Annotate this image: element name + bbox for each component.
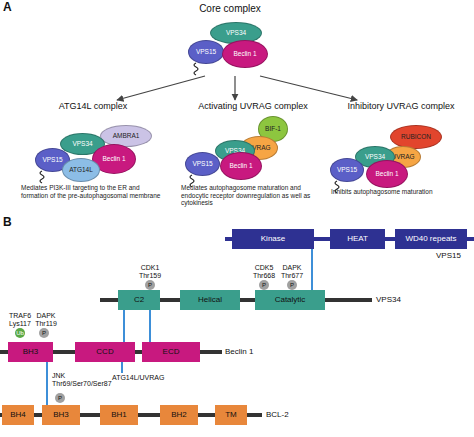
domain-name: BH4	[10, 411, 26, 419]
protein-name: BIF-1	[265, 126, 281, 133]
binding-line	[149, 310, 151, 342]
domain-box: Helical	[180, 290, 240, 310]
protein-ellipse: VPS15	[188, 40, 224, 64]
modification-mark: P	[262, 282, 266, 288]
domain-name: BH2	[171, 411, 187, 419]
complex-group: ATG14L complexMediates PI3K-III targetin…	[18, 100, 168, 212]
protein-ellipse: VPS15	[185, 152, 220, 176]
protein-name: VPS34	[72, 141, 92, 148]
binding-line	[46, 362, 48, 405]
protein-name: Beclin 1	[375, 171, 398, 178]
flow-arrow	[260, 76, 357, 100]
leader-line	[121, 362, 123, 373]
domain-box: BH1	[100, 405, 138, 425]
protein-name: RUBICON	[401, 134, 431, 141]
complex-title: Core complex	[180, 3, 280, 15]
complex-group: Core complexVPS34VPS15 Beclin 1	[180, 2, 280, 76]
complex-title: Activating UVRAG complex	[178, 101, 328, 112]
modification-circle: P	[287, 280, 297, 290]
modification-circle: P	[145, 280, 155, 290]
complex-title: ATG14L complex	[18, 101, 168, 112]
domain-box: WD40 repeats	[395, 229, 467, 249]
modification-mark: P	[148, 282, 152, 288]
protein-name: Beclin 1	[102, 156, 125, 163]
protein-ellipse: Beclin 1	[366, 160, 408, 188]
protein-ellipse: Beclin 1	[220, 152, 262, 180]
protein-ellipse: VPS15	[330, 158, 364, 182]
domain-box: BH3	[42, 405, 80, 425]
site-label: JNK Thr69/Ser70/Ser87	[52, 372, 76, 388]
domain-name: WD40 repeats	[405, 235, 456, 243]
protein-name: VPS15	[196, 49, 216, 56]
site-label: CDK1 Thr159	[137, 264, 163, 280]
protein-name: BCL-2	[266, 410, 289, 419]
protein-name: VPS34	[226, 30, 246, 37]
site-label: DAPK Thr677	[279, 264, 305, 280]
modification-circle: P	[259, 280, 269, 290]
domain-box: BH2	[160, 405, 198, 425]
protein-name: VPS15	[436, 251, 461, 260]
binding-label: ATG14L/UVRAG	[112, 374, 164, 382]
complex-title: Inhibitory UVRAG complex	[328, 101, 474, 112]
domain-name: Kinase	[261, 235, 285, 243]
panel-letter: A	[3, 1, 12, 14]
domain-box: CCD	[75, 342, 135, 362]
protein-name: AMBRA1	[113, 133, 140, 140]
domain-box: BH3	[8, 342, 53, 362]
modification-mark: P	[290, 282, 294, 288]
function-note: Inhibits autophagosome maturation	[331, 188, 472, 196]
protein-name: Beclin 1	[233, 51, 256, 58]
domain-name: BH3	[53, 411, 69, 419]
panel-letter: B	[3, 216, 12, 229]
complex-group: Inhibitory UVRAG complexInhibits autopha…	[328, 100, 474, 200]
lipid-tail	[194, 63, 198, 75]
site-label: DAPK Thr119	[33, 312, 59, 328]
domain-box: C2	[118, 290, 160, 310]
protein-ellipse: ATG14L	[62, 158, 100, 182]
domain-name: CCD	[96, 348, 113, 356]
modification-mark: P	[58, 395, 62, 401]
modification-circle: P	[55, 393, 65, 403]
protein-name: VPS34	[376, 295, 401, 304]
protein-name: Beclin 1	[229, 163, 252, 170]
domain-box: TM	[215, 405, 247, 425]
domain-box: HEAT	[330, 229, 385, 249]
protein-name: ATG14L	[69, 167, 93, 174]
domain-box: ECD	[142, 342, 200, 362]
site-label: TRAF6 Lys117	[5, 312, 35, 328]
domain-name: Helical	[198, 296, 222, 304]
binding-line	[123, 310, 125, 342]
function-note: Mediates autophagosome maturation and en…	[181, 184, 326, 207]
domain-name: ECD	[163, 348, 180, 356]
domain-name: BH1	[111, 411, 127, 419]
protein-name: VPS15	[192, 161, 212, 168]
domain-name: HEAT	[347, 235, 368, 243]
modification-circle: Ub	[15, 328, 25, 338]
complex-group: Activating UVRAG complexMediates autopha…	[178, 100, 328, 212]
lipid-tail	[40, 171, 44, 183]
flow-arrow	[234, 76, 235, 100]
modification-circle: P	[39, 328, 49, 338]
domain-box: Kinase	[232, 229, 314, 249]
site-label: CDK5 Thr668	[251, 264, 277, 280]
domain-name: C2	[134, 296, 144, 304]
domain-name: TM	[225, 411, 237, 419]
protein-name: Beclin 1	[225, 347, 253, 356]
binding-line	[311, 249, 313, 290]
modification-mark: P	[42, 330, 46, 336]
protein-ellipse: Beclin 1	[222, 40, 268, 68]
function-note: Mediates PI3K-III targeting to the ER an…	[21, 184, 166, 199]
protein-name: VPS15	[337, 167, 357, 174]
domain-name: Catalytic	[275, 296, 306, 304]
protein-name: VPS15	[42, 157, 62, 164]
domain-box: BH4	[2, 405, 34, 425]
flow-arrow	[117, 76, 205, 100]
domain-box: Catalytic	[255, 290, 325, 310]
domain-name: BH3	[23, 348, 39, 356]
modification-mark: Ub	[16, 330, 24, 336]
